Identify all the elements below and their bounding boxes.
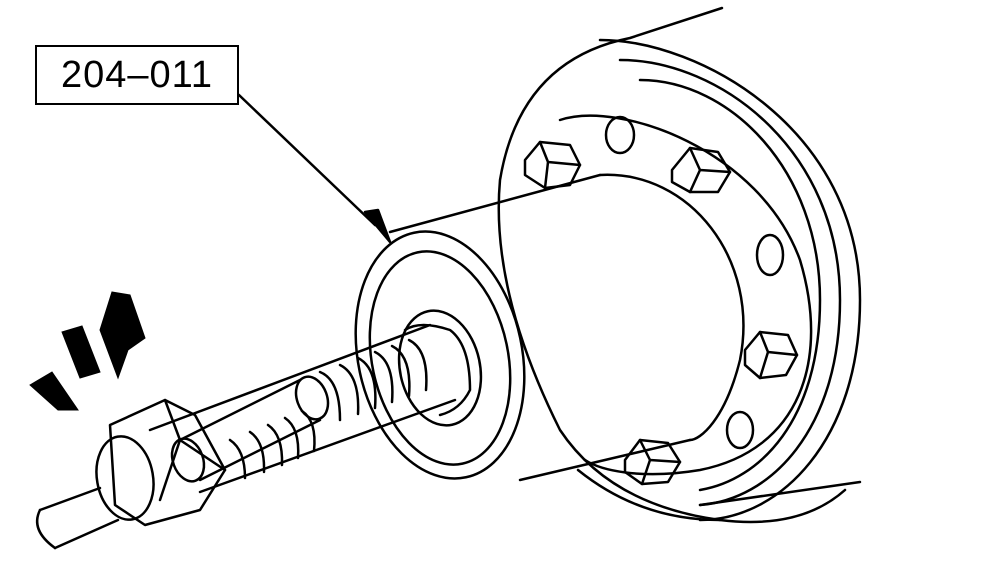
tool-number-callout: 204–011 bbox=[35, 45, 239, 105]
wheel-flange bbox=[558, 114, 813, 476]
wrench-bar bbox=[35, 486, 120, 550]
tommy-bar bbox=[170, 375, 330, 483]
flange-hole bbox=[604, 115, 636, 155]
lug-nut bbox=[670, 146, 732, 194]
impact-marks-icon bbox=[29, 291, 146, 411]
lug-nut bbox=[523, 140, 582, 190]
flange-hole bbox=[725, 410, 755, 450]
flange-hole bbox=[755, 233, 785, 277]
lug-nut bbox=[743, 330, 799, 380]
puller-body bbox=[354, 173, 745, 482]
screw-hex-head bbox=[95, 398, 227, 527]
leader-arrow-icon bbox=[237, 93, 392, 244]
tool-number-label: 204–011 bbox=[60, 53, 214, 96]
lug-nut bbox=[623, 438, 682, 486]
drum-rings bbox=[497, 6, 862, 524]
forcing-screw bbox=[148, 323, 457, 494]
